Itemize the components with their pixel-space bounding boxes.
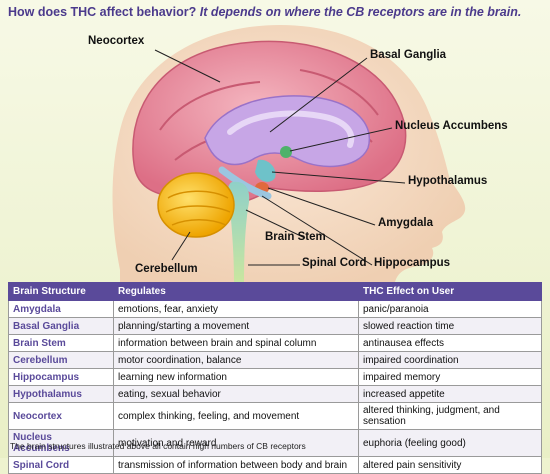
cell-effect: impaired coordination xyxy=(358,351,542,369)
footnote: The brain structures illustrated above a… xyxy=(10,441,306,451)
cell-effect: panic/paranoia xyxy=(358,300,542,318)
label-brain-stem: Brain Stem xyxy=(265,231,326,243)
cell-effect: altered pain sensitivity xyxy=(358,456,542,474)
cell-regulates: motor coordination, balance xyxy=(113,351,359,369)
header-regulates: Regulates xyxy=(113,282,359,301)
label-cerebellum: Cerebellum xyxy=(135,263,198,275)
cell-regulates: learning new information xyxy=(113,368,359,386)
label-nucleus-accumbens: Nucleus Accumbens xyxy=(395,120,508,132)
label-spinal-cord: Spinal Cord xyxy=(302,257,367,269)
cell-structure: Neocortex xyxy=(8,402,114,430)
cell-regulates: information between brain and spinal col… xyxy=(113,334,359,352)
table-row: Neocortex complex thinking, feeling, and… xyxy=(8,402,542,430)
table-row: Cerebellum motor coordination, balance i… xyxy=(8,351,542,369)
cell-structure: Hippocampus xyxy=(8,368,114,386)
cell-effect: increased appetite xyxy=(358,385,542,403)
cell-effect: antinausea effects xyxy=(358,334,542,352)
brain-illustration xyxy=(112,25,466,282)
cell-structure: Spinal Cord xyxy=(8,456,114,474)
cell-effect: slowed reaction time xyxy=(358,317,542,335)
label-neocortex: Neocortex xyxy=(88,35,145,47)
cell-structure: Amygdala xyxy=(8,300,114,318)
header-brain-structure: Brain Structure xyxy=(8,282,114,301)
table-row: Hypothalamus eating, sexual behavior inc… xyxy=(8,385,542,403)
cell-effect: impaired memory xyxy=(358,368,542,386)
cell-structure: Basal Ganglia xyxy=(8,317,114,335)
cell-effect: euphoria (feeling good) xyxy=(358,429,542,457)
cell-regulates: complex thinking, feeling, and movement xyxy=(113,402,359,430)
cell-structure: Nucleus Accumbens xyxy=(8,429,114,457)
cerebellum-shape xyxy=(157,172,235,238)
brain-diagram: Neocortex Basal Ganglia Nucleus Accumben… xyxy=(0,20,550,282)
cell-regulates: motivation and reward xyxy=(113,429,359,457)
table-header-row: Brain Structure Regulates THC Effect on … xyxy=(8,282,542,301)
label-hippocampus: Hippocampus xyxy=(374,257,451,269)
cell-structure: Cerebellum xyxy=(8,351,114,369)
table-row: Brain Stem information between brain and… xyxy=(8,334,542,352)
cell-regulates: eating, sexual behavior xyxy=(113,385,359,403)
title-answer: It depends on where the CB receptors are… xyxy=(199,5,522,19)
limbic-shape xyxy=(204,95,371,168)
page-title: How does THC affect behavior? It depends… xyxy=(8,5,521,19)
label-basal-ganglia: Basal Ganglia xyxy=(370,49,447,61)
cell-structure: Brain Stem xyxy=(8,334,114,352)
header-thc-effect: THC Effect on User xyxy=(358,282,542,301)
table-row: Amygdala emotions, fear, anxiety panic/p… xyxy=(8,300,542,318)
table-row: Basal Ganglia planning/starting a moveme… xyxy=(8,317,542,335)
leader-lines xyxy=(154,49,406,266)
cell-structure: Hypothalamus xyxy=(8,385,114,403)
table-row: Spinal Cord transmission of information … xyxy=(8,456,542,474)
cell-regulates: planning/starting a movement xyxy=(113,317,359,335)
cell-regulates: transmission of information between body… xyxy=(113,456,359,474)
cell-regulates: emotions, fear, anxiety xyxy=(113,300,359,318)
table-row: Hippocampus learning new information imp… xyxy=(8,368,542,386)
label-amygdala: Amygdala xyxy=(378,217,433,229)
cell-effect: altered thinking, judgment, and sensatio… xyxy=(358,402,542,430)
title-question: How does THC affect behavior? xyxy=(8,5,197,19)
label-hypothalamus: Hypothalamus xyxy=(408,175,488,187)
hypothalamus-shape xyxy=(255,159,276,182)
nucleus-accumbens-shape xyxy=(280,146,292,158)
table-row: Nucleus Accumbens motivation and reward … xyxy=(8,429,542,457)
